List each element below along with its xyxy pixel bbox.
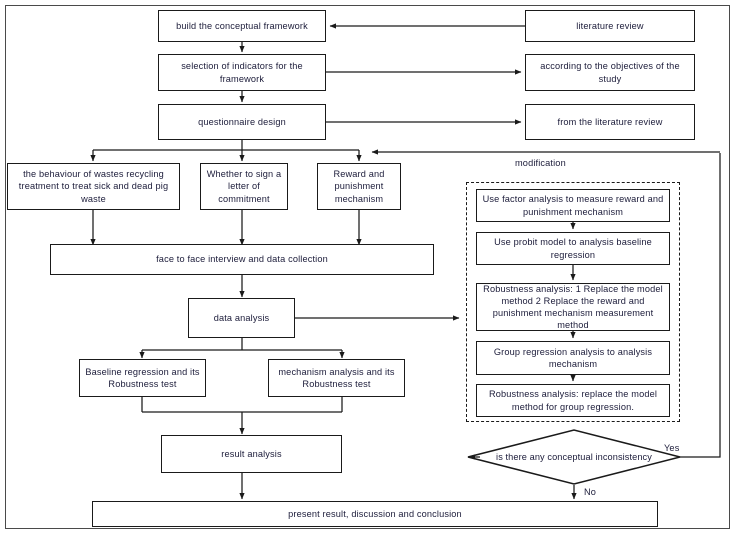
node-label: selection of indicators for the framewor… xyxy=(181,61,303,84)
node-whether-to-sign-letter[interactable]: Whether to sign a letter of commitment xyxy=(200,163,288,210)
node-data-analysis[interactable]: data analysis xyxy=(188,298,295,338)
node-label: questionnaire design xyxy=(198,116,286,127)
node-label: result analysis xyxy=(221,448,282,459)
modification-dashed-group xyxy=(466,182,680,422)
node-label: data analysis xyxy=(213,312,270,323)
node-robustness-analysis-replace[interactable]: Robustness analysis: 1 Replace the model… xyxy=(476,283,670,331)
node-selection-of-indicators[interactable]: selection of indicators for the framewor… xyxy=(158,54,326,91)
node-questionnaire-design[interactable]: questionnaire design xyxy=(158,104,326,140)
node-according-to-objectives[interactable]: according to the objectives of the study xyxy=(525,54,695,91)
node-label: literature review xyxy=(576,20,644,31)
modification-group-label: modification xyxy=(515,158,566,168)
node-mechanism-analysis[interactable]: mechanism analysis and its Robustness te… xyxy=(268,359,405,397)
node-behaviour-of-wastes[interactable]: the behaviour of wastes recycling treatm… xyxy=(7,163,180,210)
node-label: Baseline regression and its Robustness t… xyxy=(85,366,200,389)
node-label: Use probit model to analysis baseline re… xyxy=(494,237,652,260)
node-baseline-regression[interactable]: Baseline regression and its Robustness t… xyxy=(79,359,206,397)
node-present-result[interactable]: present result, discussion and conclusio… xyxy=(92,501,658,527)
node-group-regression-analysis[interactable]: Group regression analysis to analysis me… xyxy=(476,341,670,375)
node-label: mechanism analysis and its Robustness te… xyxy=(278,366,395,389)
decision-diamond[interactable]: is there any conceptual inconsistency xyxy=(466,428,682,486)
node-label: present result, discussion and conclusio… xyxy=(288,508,462,519)
node-reward-and-punishment-mechanism[interactable]: Reward and punishment mechanism xyxy=(317,163,401,210)
node-label: according to the objectives of the study xyxy=(540,61,680,84)
node-label: Robustness analysis: replace the model m… xyxy=(488,389,658,412)
node-label: Robustness analysis: 1 Replace the model… xyxy=(483,283,663,331)
node-label: Use factor analysis to measure reward an… xyxy=(482,194,664,217)
decision-no-label: No xyxy=(584,487,597,497)
diagram-outer-frame xyxy=(5,5,730,529)
decision-yes-label: Yes xyxy=(664,443,680,453)
node-label: from the literature review xyxy=(557,116,663,127)
node-face-to-face-interview[interactable]: face to face interview and data collecti… xyxy=(50,244,434,275)
node-robustness-group-regression[interactable]: Robustness analysis: replace the model m… xyxy=(476,384,670,417)
node-label: the behaviour of wastes recycling treatm… xyxy=(18,169,169,204)
node-label: Whether to sign a letter of commitment xyxy=(206,169,282,204)
node-label: Group regression analysis to analysis me… xyxy=(493,346,653,369)
node-from-the-literature-review[interactable]: from the literature review xyxy=(525,104,695,140)
node-label: build the conceptual framework xyxy=(176,20,308,31)
node-literature-review[interactable]: literature review xyxy=(525,10,695,42)
node-label: Reward and punishment mechanism xyxy=(333,169,385,204)
node-result-analysis[interactable]: result analysis xyxy=(161,435,342,473)
node-use-factor-analysis[interactable]: Use factor analysis to measure reward an… xyxy=(476,189,670,222)
node-use-probit-model[interactable]: Use probit model to analysis baseline re… xyxy=(476,232,670,265)
node-label: face to face interview and data collecti… xyxy=(156,254,328,265)
node-build-conceptual-framework[interactable]: build the conceptual framework xyxy=(158,10,326,42)
